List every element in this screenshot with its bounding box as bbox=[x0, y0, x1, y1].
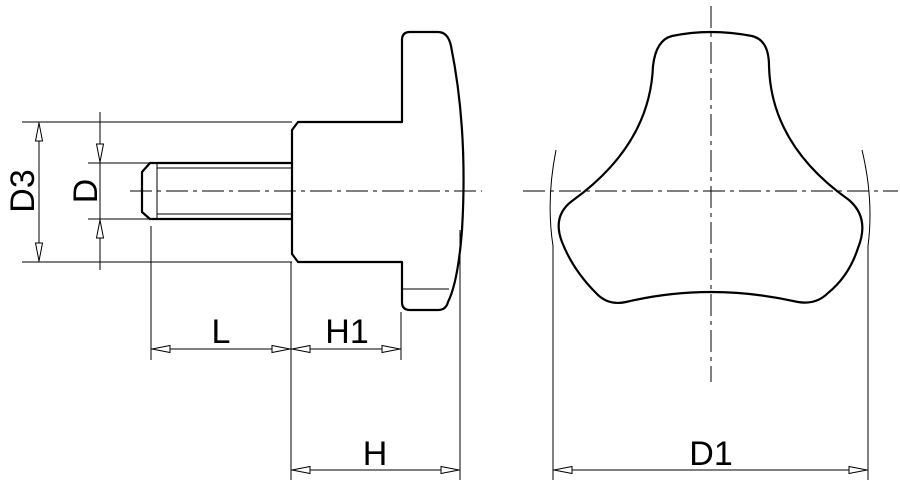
label-d: D bbox=[67, 179, 105, 204]
dimension-h1: H1 bbox=[291, 313, 401, 354]
d1-circle-arc-left bbox=[549, 149, 557, 480]
knob-front-outline bbox=[557, 30, 864, 305]
label-d3: D3 bbox=[4, 169, 42, 212]
label-l: L bbox=[212, 313, 231, 351]
label-d1: D1 bbox=[689, 435, 732, 473]
side-view: D3 D L H1 H bbox=[4, 30, 482, 480]
label-h1: H1 bbox=[325, 313, 368, 351]
dimension-l: L bbox=[151, 313, 291, 354]
dimension-d1: D1 bbox=[553, 435, 868, 475]
knob-side-outline bbox=[290, 30, 465, 312]
dimension-d: D bbox=[67, 112, 105, 270]
dimension-h: H bbox=[291, 435, 460, 475]
label-h: H bbox=[363, 435, 388, 473]
dimension-d3: D3 bbox=[4, 122, 44, 262]
d1-circle-arc-right bbox=[861, 149, 871, 480]
threaded-stud-outline bbox=[140, 161, 294, 221]
front-view: D1 bbox=[523, 6, 898, 480]
